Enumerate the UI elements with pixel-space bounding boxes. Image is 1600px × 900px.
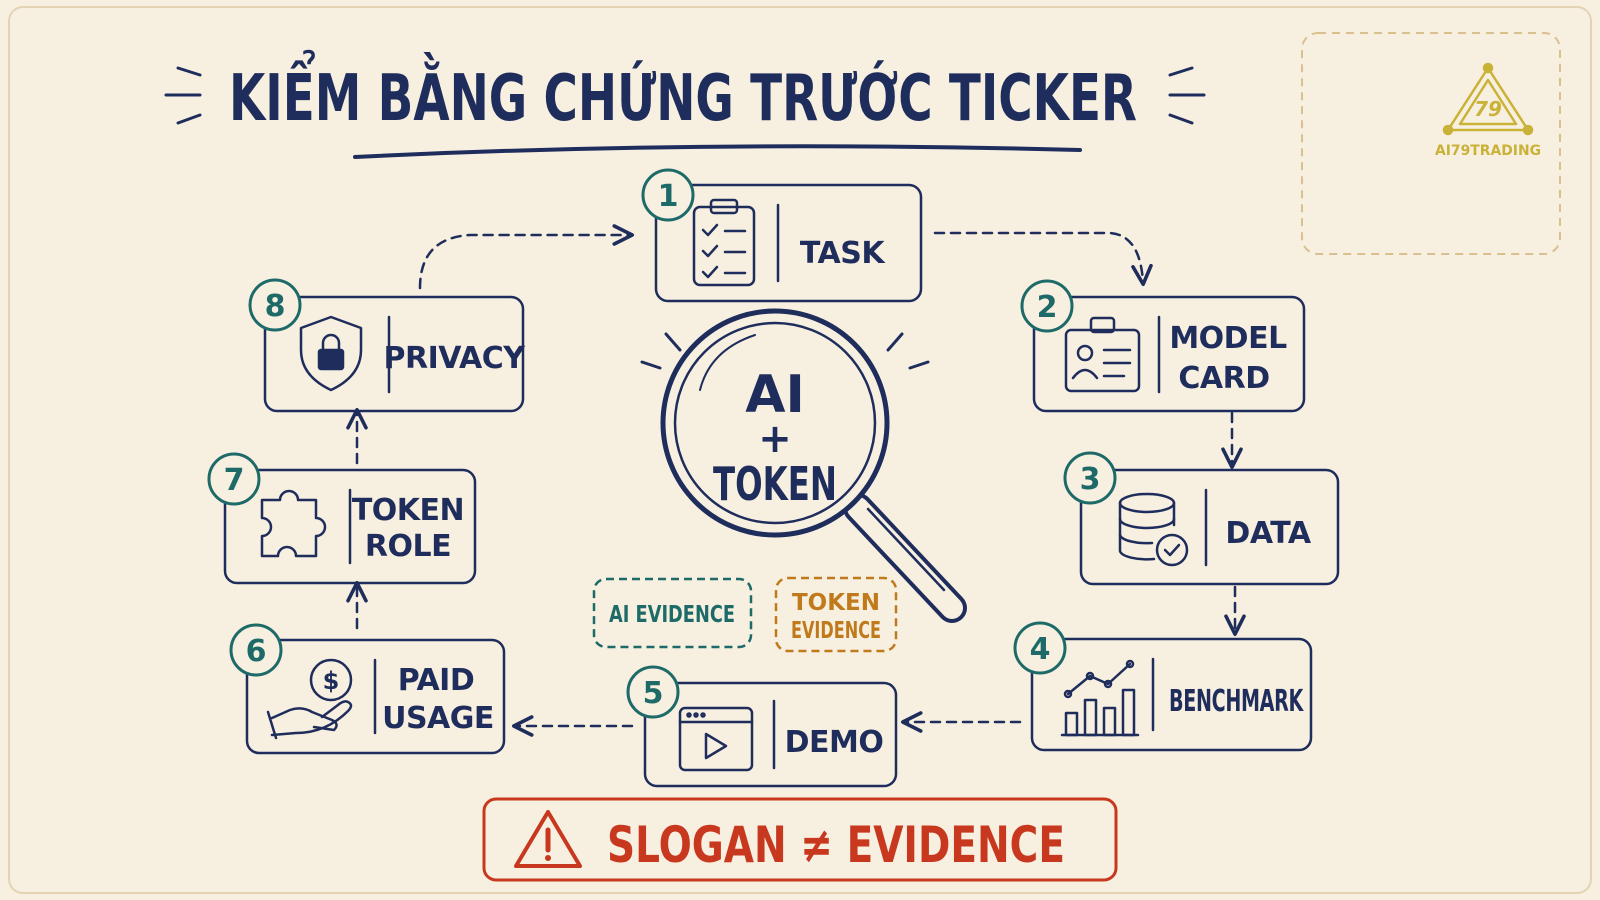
step-label-line1: TOKEN xyxy=(352,493,464,528)
center-line-ai: AI xyxy=(745,365,805,425)
step-box xyxy=(1079,468,1340,586)
shield-lock-icon xyxy=(299,315,363,392)
step-label-line2: USAGE xyxy=(382,701,494,736)
step-data: DATA 3 xyxy=(1063,451,1340,586)
step-box xyxy=(245,638,506,755)
step-box xyxy=(643,681,898,788)
step-number: 1 xyxy=(658,179,679,214)
brand-frame xyxy=(1301,32,1561,255)
brand-logo-icon xyxy=(1442,62,1534,136)
step-number: 4 xyxy=(1030,632,1051,667)
step-number: 5 xyxy=(643,676,664,711)
arrow-1-to-2 xyxy=(933,231,1153,287)
evidence-tag-frame xyxy=(592,577,753,649)
step-privacy: PRIVACY 8 xyxy=(248,278,527,413)
step-label: TASK xyxy=(800,236,886,271)
svg-text:$: $ xyxy=(323,667,340,695)
title-spark-right-icon xyxy=(1168,66,1206,125)
step-box xyxy=(263,295,525,413)
center-line-token: TOKEN xyxy=(713,457,837,511)
step-number: 8 xyxy=(265,289,286,324)
step-model-card: MODEL CARD 2 xyxy=(1020,279,1306,413)
step-token-role: TOKEN ROLE 7 xyxy=(207,452,477,585)
step-number-badge xyxy=(1013,621,1067,675)
step-label-line1: PAID xyxy=(398,663,475,698)
hand-coin-icon: $ xyxy=(266,658,353,740)
step-label: DATA xyxy=(1225,516,1311,551)
step-number: 3 xyxy=(1080,462,1101,497)
step-benchmark: BENCHMARK 4 xyxy=(1013,621,1313,752)
brand-box: 79 AI79TRADING xyxy=(1301,32,1561,255)
evidence-tag-label: AI EVIDENCE xyxy=(609,602,735,628)
brand-emblem: 79 xyxy=(1474,97,1502,121)
puzzle-piece-icon xyxy=(260,489,327,558)
brand-name: AI79TRADING xyxy=(1435,143,1541,159)
id-card-icon xyxy=(1064,316,1141,393)
warning-triangle-icon xyxy=(514,810,582,868)
step-task: TASK 1 xyxy=(641,168,923,303)
title-underline xyxy=(353,144,1082,159)
step-number: 7 xyxy=(224,463,245,498)
step-box xyxy=(223,468,477,585)
step-number-badge xyxy=(229,623,283,677)
step-number-badge xyxy=(626,665,680,719)
step-label-line1: MODEL xyxy=(1169,321,1287,356)
title-spark-left-icon xyxy=(164,66,202,125)
step-box xyxy=(654,183,923,303)
step-number: 6 xyxy=(246,634,267,669)
page-frame xyxy=(8,6,1592,894)
flow-arrows xyxy=(346,224,1246,737)
step-box xyxy=(1030,637,1313,752)
magnifier-icon xyxy=(660,308,967,623)
step-number: 2 xyxy=(1037,290,1058,325)
step-paid-usage: $ PAID USAGE 6 xyxy=(229,623,506,755)
evidence-tag-line1: TOKEN xyxy=(792,590,880,616)
evidence-tag-ai: AI EVIDENCE xyxy=(592,577,753,649)
evidence-tag-token: TOKEN EVIDENCE xyxy=(774,576,898,653)
step-box xyxy=(1032,295,1306,413)
step-number-badge xyxy=(207,452,261,506)
page-title: KIỂM BẰNG CHỨNG TRƯỚC TICKER xyxy=(229,49,1137,136)
step-number-badge xyxy=(1063,451,1117,505)
clipboard-checklist-icon xyxy=(692,198,756,287)
evidence-tag-line2: EVIDENCE xyxy=(791,618,881,644)
step-number-badge xyxy=(248,278,302,332)
magnifier-sparks-icon xyxy=(640,332,930,370)
bar-chart-icon xyxy=(1060,659,1140,737)
magnifier-center: AI + TOKEN xyxy=(640,308,967,623)
step-label: DEMO xyxy=(785,725,884,760)
step-label: BENCHMARK xyxy=(1169,684,1304,719)
center-line-plus: + xyxy=(758,416,792,462)
step-label-line2: ROLE xyxy=(365,529,451,564)
video-play-icon xyxy=(678,706,754,772)
warning-banner: SLOGAN ≠ EVIDENCE xyxy=(482,797,1118,882)
step-label-line2: CARD xyxy=(1178,361,1269,396)
step-number-badge xyxy=(1020,279,1074,333)
warning-text: SLOGAN ≠ EVIDENCE xyxy=(607,816,1065,874)
database-check-icon xyxy=(1118,492,1189,567)
step-number-badge xyxy=(641,168,695,222)
arrow-8-to-1 xyxy=(418,224,635,290)
step-label: PRIVACY xyxy=(384,341,527,376)
title-block: KIỂM BẰNG CHỨNG TRƯỚC TICKER xyxy=(164,49,1206,159)
warning-frame xyxy=(482,797,1118,882)
step-demo: DEMO 5 xyxy=(626,665,898,788)
